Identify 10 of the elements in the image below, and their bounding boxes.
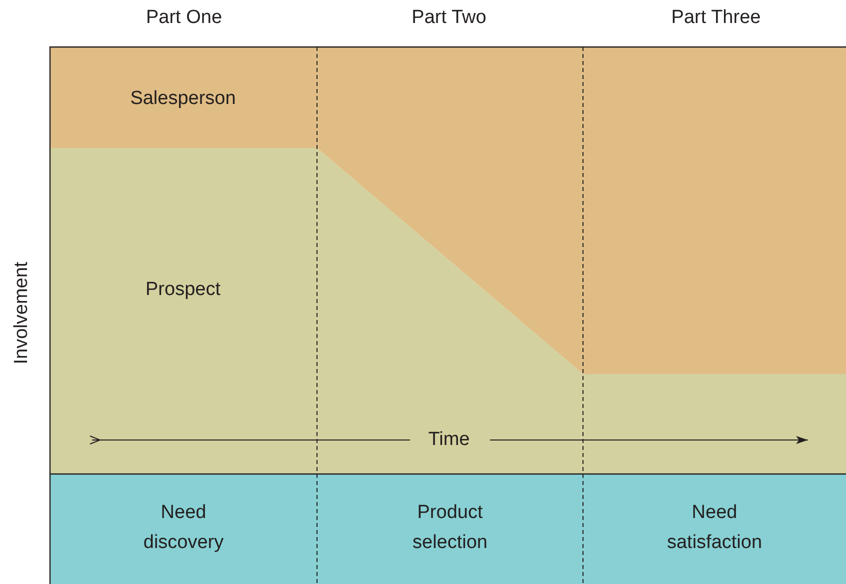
- stage-panel: Need discovery: [50, 474, 317, 584]
- axis-label: Time: [428, 429, 470, 451]
- column-heading: Part Two: [412, 7, 486, 29]
- axis-label: Involvement: [11, 262, 33, 364]
- region-label: Salesperson: [130, 88, 236, 110]
- column-heading: Part One: [146, 7, 222, 29]
- stage-panel: Need satisfaction: [583, 474, 846, 584]
- region-label: Prospect: [146, 279, 220, 301]
- stage-panel: Product selection: [317, 474, 583, 584]
- column-heading: Part Three: [671, 7, 761, 29]
